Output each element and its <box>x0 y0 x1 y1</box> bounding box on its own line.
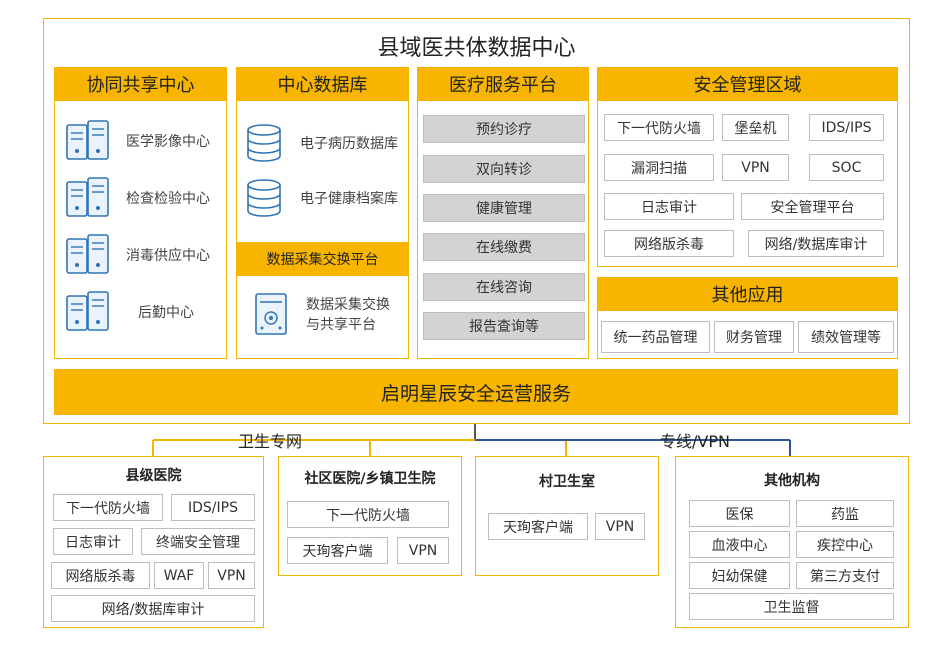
other-org-item: 医保 <box>689 500 790 527</box>
community-item: 下一代防火墙 <box>287 501 449 528</box>
county-item: 下一代防火墙 <box>53 494 163 521</box>
database-icon <box>247 179 281 217</box>
collab-item-label: 检查检验中心 <box>126 190 210 207</box>
medical-item: 健康管理 <box>423 194 585 222</box>
county-item: WAF <box>154 562 204 589</box>
community-item: VPN <box>397 537 449 564</box>
medical-item: 双向转诊 <box>423 155 585 183</box>
county-item: 网络/数据库审计 <box>51 595 255 622</box>
server-icon <box>66 176 109 217</box>
other-org-item: 血液中心 <box>689 531 790 558</box>
medical-item: 预约诊疗 <box>423 115 585 143</box>
exchange-label-line: 数据采集交换 <box>306 297 390 313</box>
other-org-item: 妇幼保健 <box>689 562 790 589</box>
database-icon <box>247 124 281 162</box>
server-icon <box>66 233 109 274</box>
other-apps-item: 统一药品管理 <box>601 321 710 353</box>
other-org-item: 疾控中心 <box>796 531 894 558</box>
exchange-server-icon <box>255 293 287 335</box>
county-item: 日志审计 <box>53 528 133 555</box>
medical-item: 在线咨询 <box>423 273 585 301</box>
other-org-item: 第三方支付 <box>796 562 894 589</box>
county-item: 网络版杀毒 <box>51 562 150 589</box>
medical-title: 医疗服务平台 <box>417 67 589 101</box>
village-clinic-title: 村卫生室 <box>539 474 595 490</box>
collab-item-label: 后勤中心 <box>138 304 194 321</box>
database-item-label: 电子病历数据库 <box>300 136 398 152</box>
other-apps-item: 财务管理 <box>714 321 794 353</box>
security-item: 漏洞扫描 <box>604 154 714 181</box>
security-item: 下一代防火墙 <box>604 114 714 141</box>
other-apps-title: 其他应用 <box>597 277 898 311</box>
community-hospital-title: 社区医院/乡镇卫生院 <box>304 471 436 487</box>
vpn-label: 专线/VPN <box>660 432 730 451</box>
other-org-item: 药监 <box>796 500 894 527</box>
collab-list: 医学影像中心 检查检验中心 消毒供应中心 <box>64 112 224 340</box>
medical-item: 在线缴费 <box>423 233 585 261</box>
health-net-label: 卫生专网 <box>238 432 303 451</box>
collab-item-label: 医学影像中心 <box>126 133 210 150</box>
county-item: 终端安全管理 <box>141 528 255 555</box>
security-item: SOC <box>809 154 884 181</box>
medical-item: 报告查询等 <box>423 312 585 340</box>
exchange-platform-item: 数据采集交换 与共享平台 <box>250 290 405 340</box>
security-item: 网络版杀毒 <box>604 230 734 257</box>
page-title: 县域医共体数据中心 <box>377 36 576 61</box>
collab-item: 后勤中心 <box>64 283 224 340</box>
collab-title: 协同共享中心 <box>54 67 227 101</box>
security-ops-service-bar: 启明星辰安全运营服务 <box>54 369 898 415</box>
collab-item: 检查检验中心 <box>64 169 224 226</box>
database-item: 电子病历数据库 <box>244 120 409 166</box>
village-item: 天珣客户端 <box>488 513 588 540</box>
other-apps-item: 绩效管理等 <box>798 321 894 353</box>
security-title: 安全管理区域 <box>597 67 898 101</box>
database-title: 中心数据库 <box>236 67 409 101</box>
security-item: IDS/IPS <box>809 114 884 141</box>
server-icon <box>66 290 109 331</box>
county-hospital-title: 县级医院 <box>125 468 182 484</box>
exchange-platform-label: 数据采集交换 与共享平台 <box>306 295 390 335</box>
collab-item-label: 消毒供应中心 <box>126 247 210 264</box>
security-item: 网络/数据库审计 <box>748 230 884 257</box>
database-item-label: 电子健康档案库 <box>300 191 398 207</box>
collab-item: 消毒供应中心 <box>64 226 224 283</box>
database-item: 电子健康档案库 <box>244 175 409 221</box>
community-item: 天珣客户端 <box>287 537 388 564</box>
other-orgs-title: 其他机构 <box>764 473 820 489</box>
server-icon <box>66 119 109 160</box>
county-item: IDS/IPS <box>171 494 255 521</box>
security-item: 日志审计 <box>604 193 734 220</box>
exchange-platform-title: 数据采集交换平台 <box>236 242 409 276</box>
security-item: 安全管理平台 <box>741 193 884 220</box>
exchange-label-line: 与共享平台 <box>306 317 376 333</box>
security-item: 堡垒机 <box>722 114 789 141</box>
security-item: VPN <box>722 154 789 181</box>
collab-item: 医学影像中心 <box>64 112 224 169</box>
other-org-item: 卫生监督 <box>689 593 894 620</box>
county-item: VPN <box>208 562 255 589</box>
village-item: VPN <box>595 513 645 540</box>
